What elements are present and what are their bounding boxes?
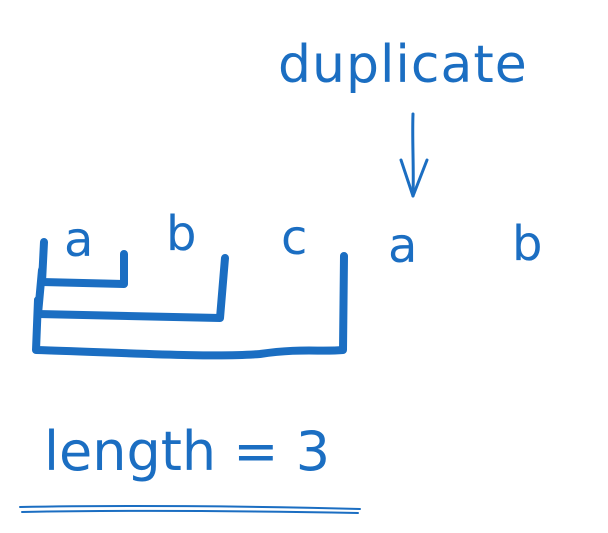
result-underline [19,504,361,514]
duplicate-label: duplicate [278,35,528,95]
char-a-1: a [64,212,93,268]
window-brackets [32,238,348,360]
down-arrow-icon [399,112,429,198]
char-c-1: c [281,210,307,266]
bracket-a [38,238,128,288]
char-b-2: b [512,216,542,272]
char-a-2: a [388,218,417,274]
char-b-1: b [166,206,196,262]
bracket-abc [32,252,348,360]
length-result: length = 3 [44,420,330,483]
bracket-ab [34,254,229,322]
